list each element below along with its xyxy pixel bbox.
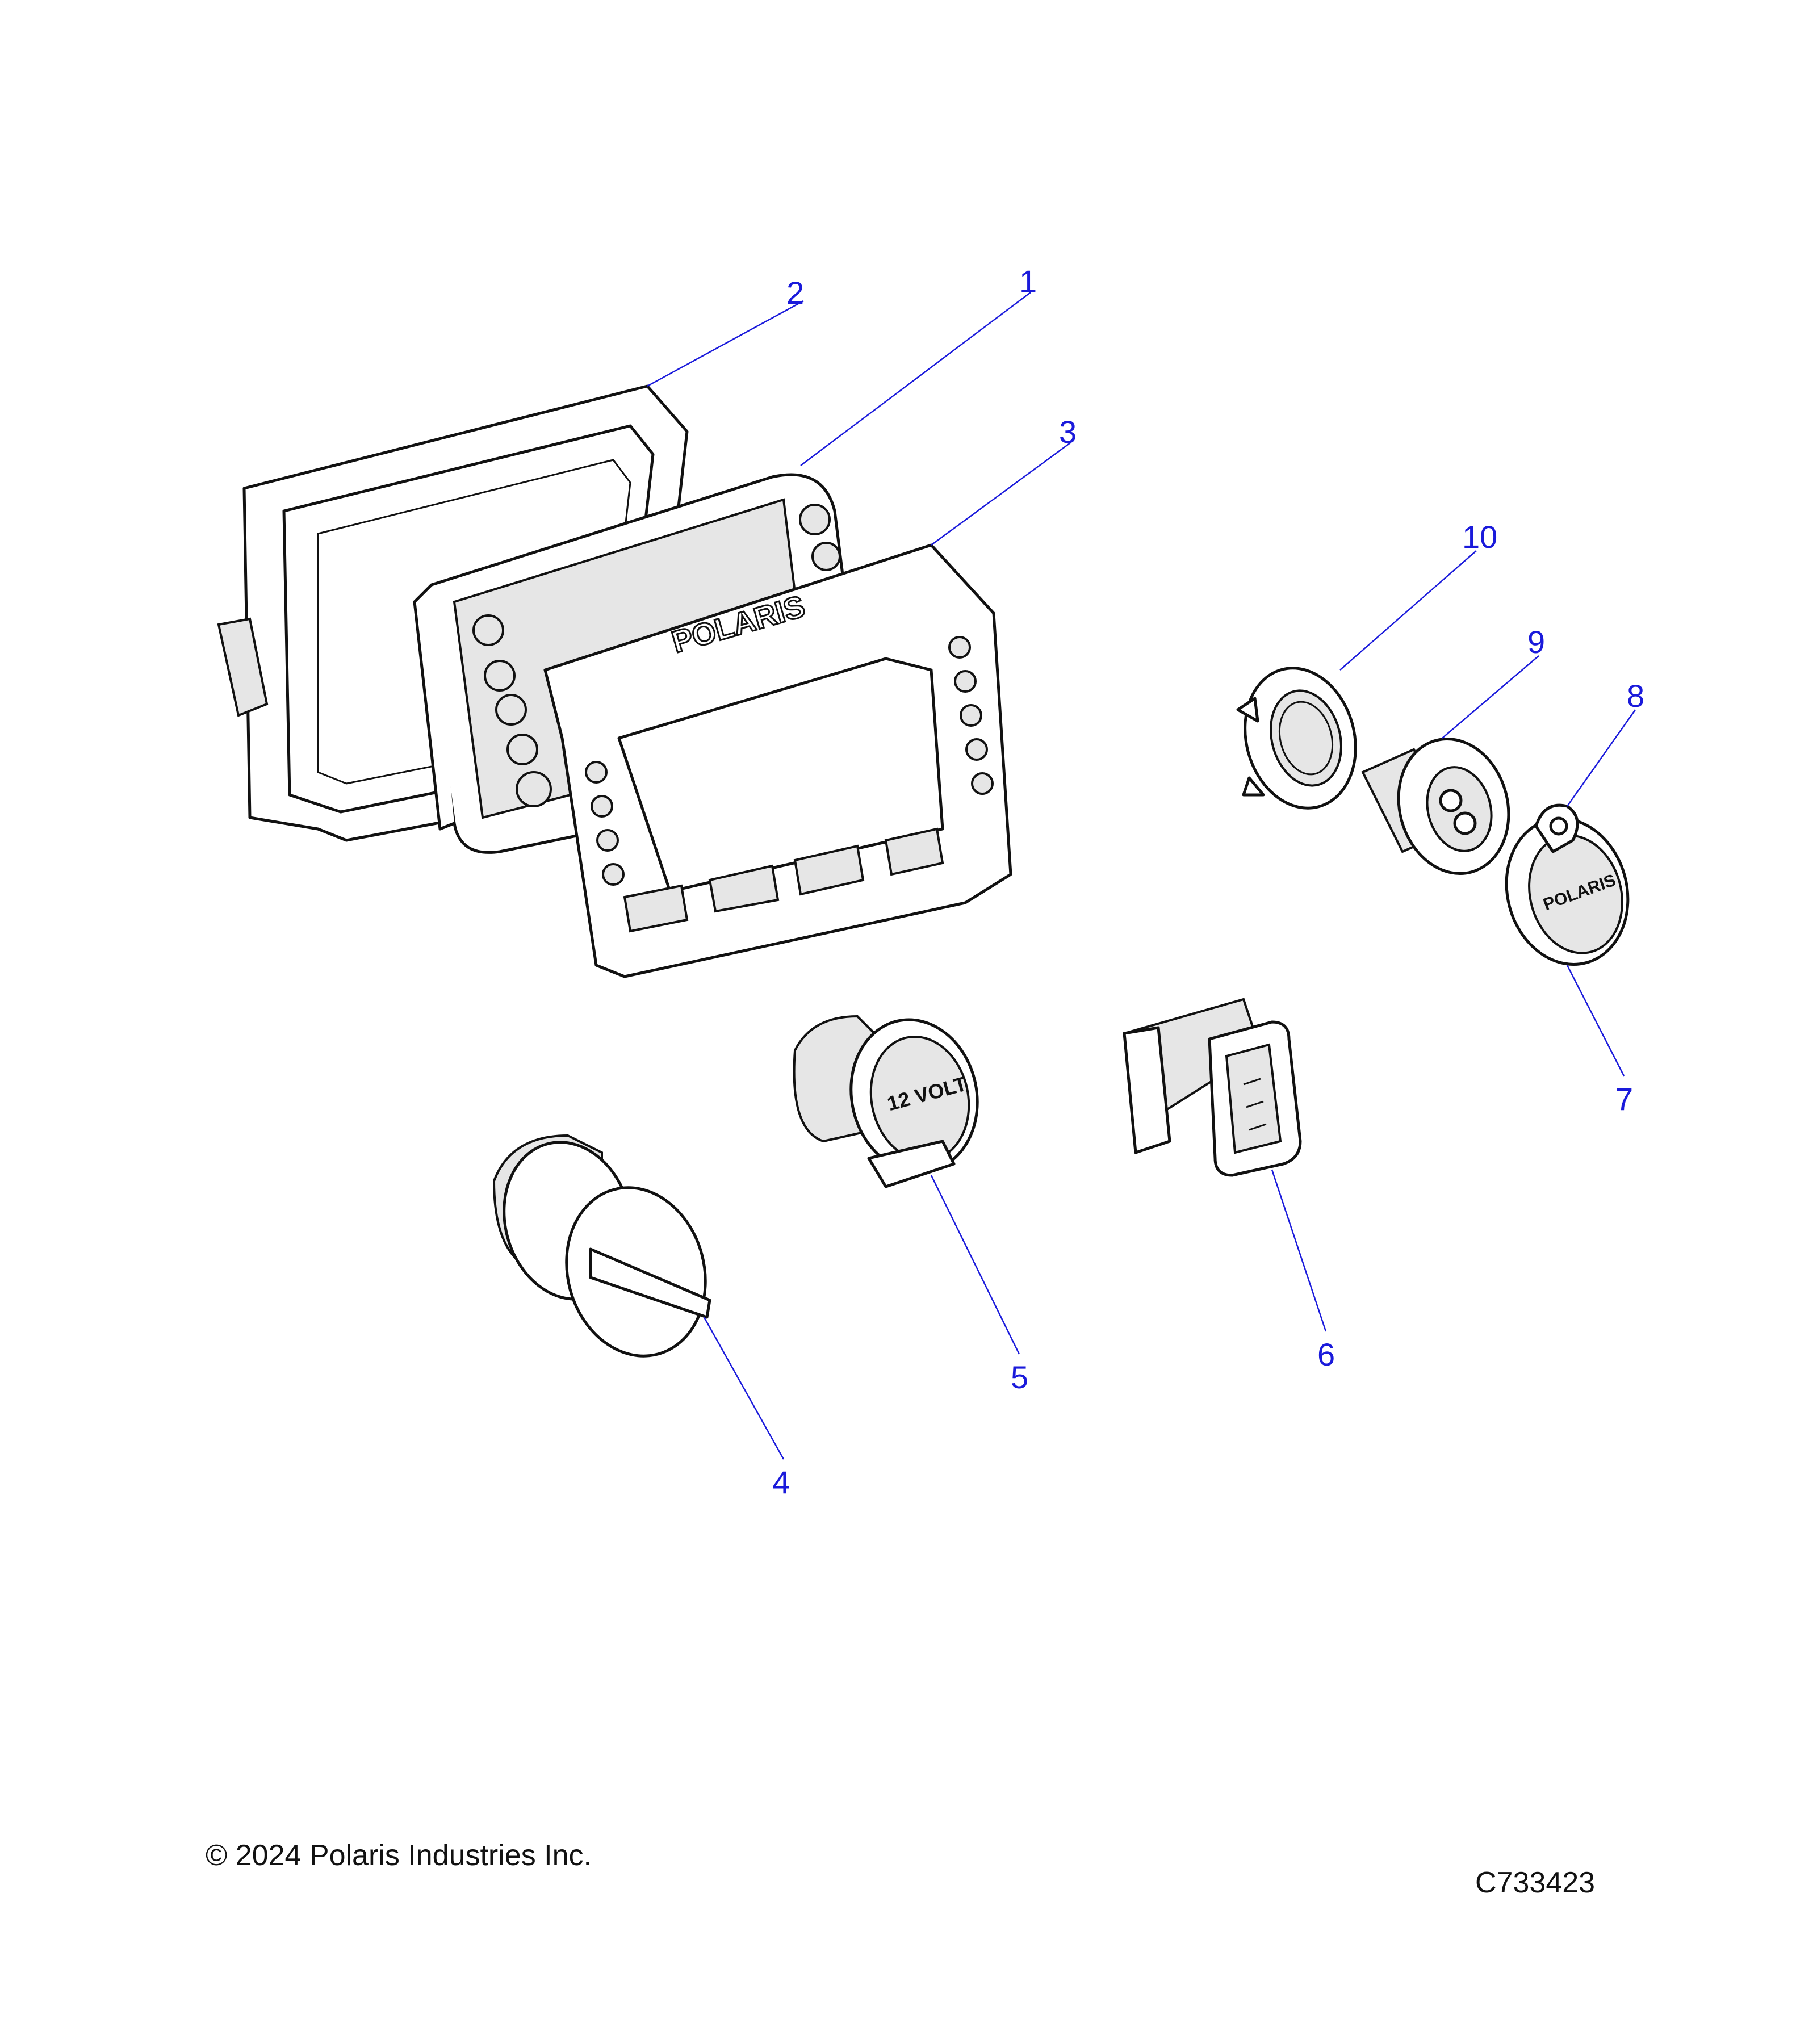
leader-6 <box>1271 1169 1327 1332</box>
callout-9: 9 <box>1527 624 1545 660</box>
part-5-12v-outlet: 12 VOLT <box>793 1015 979 1188</box>
callout-6: 6 <box>1317 1337 1335 1372</box>
part-7-socket-cap: POLARIS <box>1505 817 1630 966</box>
callout-1: 1 <box>1019 263 1037 299</box>
leader-10 <box>1339 550 1477 671</box>
leader-2 <box>647 300 804 387</box>
part-9-usb-socket <box>1361 738 1510 875</box>
leader-8 <box>1566 709 1636 807</box>
callout-labels: 1 2 3 4 5 6 7 8 9 10 <box>772 263 1644 1500</box>
leader-7 <box>1566 965 1625 1077</box>
leader-9 <box>1442 655 1539 739</box>
leader-5 <box>930 1175 1020 1355</box>
callout-5: 5 <box>1011 1359 1028 1395</box>
drawing-id: C733423 <box>1475 1866 1596 1899</box>
part-10-retaining-nut <box>1236 667 1357 810</box>
callout-4: 4 <box>772 1464 790 1500</box>
part-4-rotary-switch <box>492 1134 711 1358</box>
callout-3: 3 <box>1059 414 1077 450</box>
copyright-notice: © 2024 Polaris Industries Inc. <box>206 1839 592 1872</box>
part-6-rocker-switch <box>1123 998 1302 1177</box>
leader-1 <box>800 292 1031 466</box>
leader-3 <box>931 442 1071 546</box>
leader-4 <box>703 1317 785 1460</box>
callout-7: 7 <box>1615 1081 1633 1117</box>
leader-lines <box>647 292 1636 1460</box>
callout-2: 2 <box>786 275 804 311</box>
callout-8: 8 <box>1627 678 1644 714</box>
callout-10: 10 <box>1462 519 1497 555</box>
